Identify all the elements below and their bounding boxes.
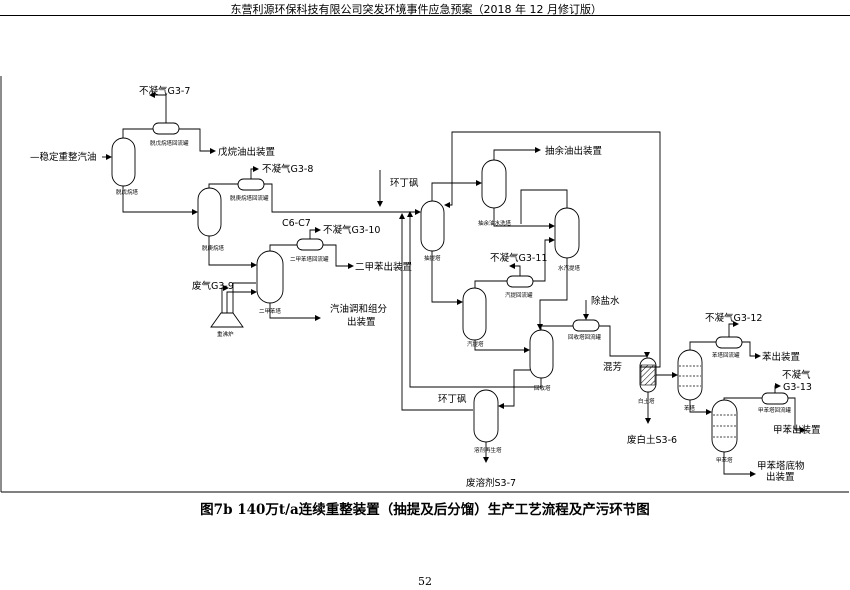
stripper-label: 汽提塔 [467, 340, 484, 348]
recovery-reflux-drum: 回收塔回流罐 [568, 319, 602, 341]
label-desalted-water: 除盐水 [591, 295, 620, 307]
clay-tower: 白土塔 [638, 357, 657, 405]
label-g3-8: 不凝气G3-8 [262, 163, 313, 175]
label-g3-10: 不凝气G3-10 [323, 224, 380, 236]
benzene-drum-label: 苯塔回流罐 [712, 351, 740, 359]
label-g3-11: 不凝气G3-11 [490, 252, 547, 264]
toluene-drum-label: 甲苯塔回流罐 [758, 406, 792, 414]
solvent-regeneration-column: 溶剂再生塔 [473, 389, 502, 454]
extractor-label: 抽提塔 [424, 254, 441, 262]
label-xylene-out: 二甲苯出装置 [355, 261, 412, 273]
label-feed: —稳定重整汽油 [30, 151, 97, 163]
label-c6c7: C6-C7 [282, 218, 311, 229]
depentanizer-drum-label: 脱戊烷塔回流罐 [150, 139, 189, 147]
label-gasoline-out-1: 汽油调和组分 [330, 303, 388, 315]
dehexanizer-column: 脱庚烷塔 [197, 187, 225, 252]
clay-label: 白土塔 [638, 397, 655, 405]
label-sulfolane-1: 环丁砜 [390, 178, 419, 189]
label-g3-13-line1: 不凝气 [782, 369, 811, 381]
label-pentane-out: 戊烷油出装置 [218, 146, 275, 158]
raffinate-wash-label: 抽余油水洗塔 [478, 219, 512, 227]
dehexanizer-label: 脱庚烷塔 [202, 244, 225, 252]
xylene-drum-label: 二甲苯塔回流罐 [290, 255, 329, 263]
page-number: 52 [418, 575, 432, 588]
stripper-drum-label: 汽提回流罐 [505, 291, 533, 299]
toluene-column: 甲苯塔 [711, 399, 738, 464]
dehexanizer-drum-label: 脱庚烷塔回流罐 [230, 194, 269, 202]
label-g3-9: 废气G3-9 [192, 280, 234, 292]
label-mixed-aromatics: 混芳 [603, 361, 622, 373]
label-bottoms-out-2: 出装置 [766, 471, 795, 483]
label-spent-solvent: 废溶剂S3-7 [466, 477, 516, 489]
label-gasoline-out-2: 出装置 [347, 316, 376, 328]
figure-caption: 图7b 140万t/a连续重整装置（抽提及后分馏）生产工艺流程及产污环节图 [200, 502, 650, 518]
label-g3-12: 不凝气G3-12 [705, 312, 762, 324]
page-header: 东营利源环保科技有限公司突发环境事件应急预案（2018 年 12 月修订版） [0, 0, 850, 16]
stripper-reflux-drum: 汽提回流罐 [505, 275, 534, 299]
extraction-column: 抽提塔 [420, 200, 445, 262]
label-benzene-out: 苯出装置 [762, 351, 800, 363]
document-title: 东营利源环保科技有限公司突发环境事件应急预案（2018 年 12 月修订版） [230, 3, 602, 16]
depentanizer-label: 脱戊烷塔 [116, 188, 139, 196]
reboiler-label: 重沸炉 [217, 330, 234, 338]
toluene-col-label: 甲苯塔 [716, 456, 733, 464]
dehexanizer-reflux-drum: 脱庚烷塔回流罐 [230, 178, 269, 202]
recovery-drum-label: 回收塔回流罐 [568, 333, 602, 341]
xylene-reflux-drum: 二甲苯塔回流罐 [290, 238, 329, 263]
toluene-reflux-drum: 甲苯塔回流罐 [758, 392, 792, 414]
reboiler-furnace: 重沸炉 [210, 312, 244, 338]
water-stripper-column: 水汽提塔 [554, 207, 581, 272]
stripper-column: 汽提塔 [462, 287, 487, 348]
benzene-reflux-drum: 苯塔回流罐 [712, 336, 743, 359]
depentanizer-reflux-drum: 脱戊烷塔回流罐 [150, 122, 189, 147]
water-stripper-label: 水汽提塔 [558, 264, 581, 272]
label-g3-7: 不凝气G3-7 [139, 85, 190, 97]
header-rule [0, 15, 850, 16]
stream-labels: —稳定重整汽油 不凝气G3-7 戊烷油出装置 不凝气G3-8 C6-C7 不凝气… [30, 85, 821, 489]
depentanizer-column: 脱戊烷塔 [111, 137, 139, 196]
recovery-label: 回收塔 [534, 384, 551, 392]
label-raffinate-out: 抽余油出装置 [545, 145, 602, 157]
label-sulfolane-2: 环丁砜 [438, 394, 467, 405]
label-spent-clay: 废白土S3-6 [627, 434, 677, 446]
piping [102, 92, 806, 477]
recovery-column: 回收塔 [529, 329, 554, 392]
label-bottoms-out-1: 甲苯塔底物 [757, 460, 805, 472]
label-g3-13-line2: G3-13 [783, 382, 812, 393]
label-toluene-out: 甲苯出装置 [773, 424, 821, 436]
solvent-regen-label: 溶剂再生塔 [474, 446, 502, 454]
raffinate-wash-column: 抽余油水洗塔 [478, 159, 512, 227]
